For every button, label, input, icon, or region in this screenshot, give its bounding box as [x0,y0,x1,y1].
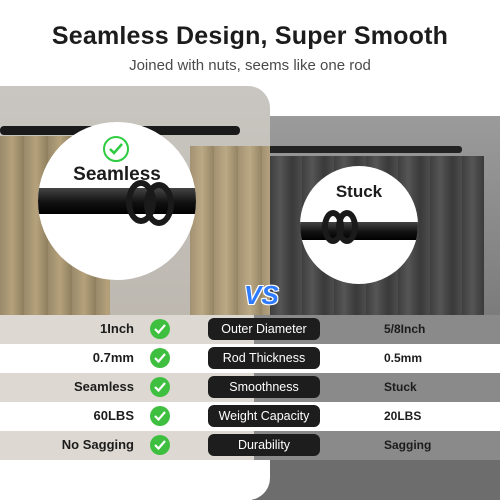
product-value: 1Inch [100,321,134,336]
curtain-ring [144,182,174,226]
vs-badge: VS [244,280,279,310]
stuck-zoom-circle: Stuck [300,166,418,284]
seamless-label: Seamless [73,164,161,185]
product-value: 60LBS [93,408,134,423]
comparison-row: 1Inch Outer Diameter 5/8Inch [0,315,500,344]
competitor-value: 5/8Inch [384,322,426,336]
product-curtain-right [190,146,270,326]
competitor-value: Sagging [384,438,432,452]
check-icon [150,319,170,339]
seamless-zoom-circle: Seamless [38,122,196,280]
curtain-ring [336,210,358,244]
competitor-rod [252,146,462,153]
check-icon [150,377,170,397]
competitor-value: 0.5mm [384,351,423,365]
product-value: Seamless [74,379,134,394]
check-icon [150,406,170,426]
comparison-row: Seamless Smoothness Stuck [0,373,500,402]
comparison-row: 0.7mm Rod Thickness 0.5mm [0,344,500,373]
feature-label: Durability [208,434,320,456]
check-icon [150,348,170,368]
feature-label: Outer Diameter [208,318,320,340]
stuck-label: Stuck [335,182,383,201]
check-outline-icon [103,136,129,162]
stuck-rod-closeup [300,222,418,240]
competitor-value: Stuck [384,380,417,394]
check-icon [150,435,170,455]
feature-label: Weight Capacity [208,405,320,427]
competitor-value: 20LBS [384,409,422,423]
product-value: 0.7mm [92,350,134,365]
feature-label: Rod Thickness [208,347,320,369]
feature-label: Smoothness [208,376,320,398]
page-title: Seamless Design, Super Smooth [51,22,449,50]
comparison-row: No Sagging Durability Sagging [0,431,500,460]
product-value: No Sagging [61,437,134,452]
page-subtitle: Joined with nuts, seems like one rod [129,57,371,74]
comparison-row: 60LBS Weight Capacity 20LBS [0,402,500,431]
